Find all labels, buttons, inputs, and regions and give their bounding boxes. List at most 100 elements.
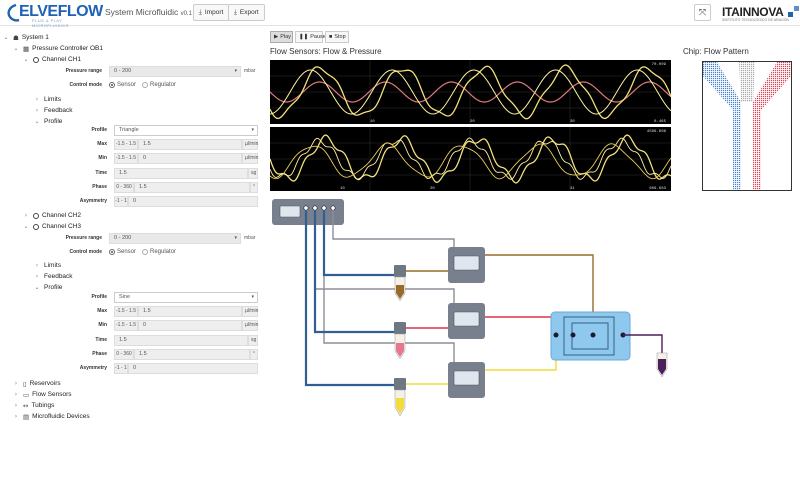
ch3-phase-input[interactable]: 1.5 (134, 348, 250, 360)
range-addon: -1 - 1 (114, 362, 128, 374)
tree-item-ch3[interactable]: ⌄ Channel CH3 (22, 221, 81, 232)
tree-item-limits[interactable]: › Limits (33, 94, 61, 105)
reservoir-yellow[interactable] (394, 378, 406, 417)
ch3-time-row: Time 1.5 sg (0, 334, 258, 346)
ch3-min-input[interactable]: 0 (138, 319, 242, 331)
tree-item-feedback[interactable]: › Feedback (33, 271, 73, 282)
tree-label: Feedback (44, 107, 73, 114)
unit-addon: µl/min (242, 319, 258, 331)
input-value: 0 (143, 322, 147, 328)
chevron-right-icon: › (35, 107, 39, 114)
x-tick-label: 20 (430, 187, 435, 191)
chevron-right-icon: › (35, 96, 39, 103)
ch1-min-row: Min -1.5 - 1.5 0 µl/min (0, 152, 258, 164)
reservoir-outlet-purple[interactable] (656, 352, 668, 378)
tree-item-microfluidic-devices[interactable]: › ▤ Microfluidic Devices (12, 411, 90, 422)
tree-label: Channel CH3 (42, 223, 82, 230)
y-min-label: 609.683 (649, 187, 666, 191)
ch1-pressure-range-select[interactable]: 0 - 200 ▾ (109, 65, 241, 77)
ch1-profile-select[interactable]: Triangle ▾ (114, 124, 258, 136)
ch3-time-input[interactable]: 1.5 (114, 334, 248, 346)
ch1-regulator-radio[interactable]: Regulator (142, 82, 176, 88)
tree-item-profile[interactable]: ⌄ Profile (33, 116, 62, 127)
field-label: Profile (91, 294, 107, 300)
ch1-max-row: Max -1.5 - 1.5 1.5 µl/min (0, 138, 258, 150)
ch3-regulator-radio[interactable]: Regulator (142, 249, 176, 255)
reservoir-brown[interactable] (394, 265, 406, 302)
ch1-min-input[interactable]: 0 (138, 152, 242, 164)
pressure-controller-device[interactable] (272, 199, 344, 225)
field-label: Profile (91, 127, 107, 133)
tree-label: Reservoirs (29, 380, 61, 387)
tree-item-system[interactable]: ⌄ ☗ System 1 (2, 32, 48, 43)
ch3-pressure-range-select[interactable]: 0 - 200 ▾ (109, 232, 241, 244)
system-diagram (272, 199, 668, 417)
ch1-time-input[interactable]: 1.5 (114, 167, 248, 179)
ch3-profile-select[interactable]: Sine ▾ (114, 291, 258, 303)
ch1-pressure-range-row: Pressure range 0 - 200 ▾ mbar (0, 65, 258, 77)
x-tick-label: 31 (570, 187, 575, 191)
chevron-right-icon: › (14, 380, 18, 387)
tree-item-pressure-controller[interactable]: ⌄ ▦ Pressure Controller OB1 (12, 43, 103, 54)
radio-label: Regulator (150, 82, 177, 88)
stop-button[interactable]: ■Stop (325, 31, 349, 43)
radio-checked-icon (109, 249, 115, 255)
pressure-plot: 4509.608 609.683 10 20 31 (270, 127, 671, 191)
itainnova-square-icon (788, 12, 793, 17)
ch3-max-input[interactable]: 1.5 (138, 305, 242, 317)
tree-item-tubings[interactable]: › ↔ Tubings (12, 400, 55, 411)
tree-item-ch2[interactable]: › Channel CH2 (22, 210, 81, 221)
select-value: Sine (119, 294, 131, 300)
tree-item-profile[interactable]: ⌄ Profile (33, 282, 62, 293)
export-button[interactable]: ⤓ Export (228, 4, 265, 21)
ch1-max-input[interactable]: 1.5 (138, 138, 242, 150)
y-min-label: 0.465 (654, 120, 667, 124)
series-line-yellow (270, 64, 671, 120)
series-line-yellow (270, 142, 671, 180)
tree-label: Channel CH1 (42, 56, 82, 63)
tree-label: Pressure Controller OB1 (32, 45, 103, 52)
flow-sensor-3[interactable] (448, 362, 485, 398)
chip-title: Chip: Flow Pattern (683, 47, 749, 56)
pause-button[interactable]: ❚❚Pause (295, 31, 326, 43)
ch3-sensor-radio[interactable]: Sensor (109, 249, 136, 255)
ch1-phase-input[interactable]: 1.5 (134, 181, 250, 193)
itainnova-subtitle: INSTITUTO TECNOLÓGICO DE ARAGÓN (722, 18, 789, 22)
top-bar: ELVEFLOW PLUG & PLAY MICROFLUIDICS Syste… (0, 0, 800, 28)
caret-down-icon: ▾ (234, 235, 237, 241)
tree-item-limits[interactable]: › Limits (33, 260, 61, 271)
unit-addon: ° (250, 181, 258, 193)
field-label: Min (98, 322, 107, 328)
logo-word: ELVEFLOW (19, 3, 103, 20)
flow-sensor-2[interactable] (448, 303, 485, 339)
ch1-asymmetry-input[interactable]: 0 (128, 195, 258, 207)
microfluidic-chip-device[interactable] (550, 311, 631, 361)
radio-icon (142, 82, 148, 88)
tree-item-flow-sensors[interactable]: › ▭ Flow Sensors (12, 389, 72, 400)
ch1-time-row: Time 1.5 sg (0, 167, 258, 179)
ch3-control-mode-row: Control mode Sensor Regulator (0, 246, 258, 258)
series-line-yellow (270, 69, 671, 115)
app-title: System Microfluidic v0.1 (105, 7, 192, 17)
field-label: Time (95, 337, 107, 343)
chevron-down-icon: ⌄ (34, 118, 40, 125)
ch3-asymmetry-input[interactable]: 0 (128, 362, 258, 374)
unit-addon: ° (250, 348, 258, 360)
flow-sensor-1[interactable] (448, 247, 485, 283)
range-addon: -1.5 - 1.5 (114, 319, 138, 331)
expand-button[interactable]: ⤧ (694, 4, 711, 21)
play-button[interactable]: ▶Play (270, 31, 293, 43)
tree-label: Limits (44, 96, 61, 103)
tree-label: Profile (44, 118, 63, 125)
tree-item-ch1[interactable]: ⌄ Channel CH1 (22, 54, 81, 65)
field-label: Time (95, 170, 107, 176)
tree-item-reservoirs[interactable]: › ▯ Reservoirs (12, 378, 61, 389)
reservoir-red[interactable] (394, 322, 406, 360)
pressure-plot-svg: 4509.608 609.683 10 20 31 (270, 127, 671, 191)
tree-item-feedback[interactable]: › Feedback (33, 105, 73, 116)
stop-icon: ■ (329, 34, 333, 40)
input-value: 1.5 (139, 351, 147, 357)
ch1-sensor-radio[interactable]: Sensor (109, 82, 136, 88)
unit-addon: µl/min (242, 152, 258, 164)
import-button[interactable]: ⤓ Import (193, 4, 230, 21)
